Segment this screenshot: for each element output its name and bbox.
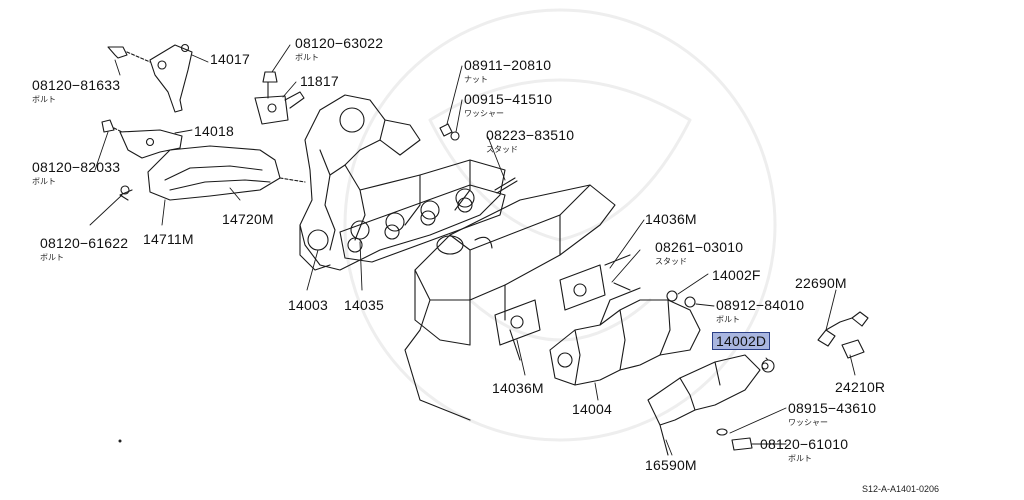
label-14711M[interactable]: 14711M [143, 231, 194, 247]
label-08120-81633[interactable]: 08120−81633 [32, 77, 121, 93]
sensor-11817 [254, 71, 305, 125]
kana-bolt-2: ボルト [295, 53, 319, 62]
label-08120-61622[interactable]: 08120−61622 [40, 235, 129, 251]
kana-stud-2: スタッド [655, 257, 687, 266]
label-14002F[interactable]: 14002F [712, 267, 761, 283]
fasteners-lower [716, 428, 753, 451]
leader-lines [89, 44, 856, 456]
fasteners-right [613, 282, 696, 308]
kana-bolt-4: ボルト [40, 253, 64, 262]
label-11817[interactable]: 11817 [300, 73, 339, 89]
label-14036M-top[interactable]: 14036M [645, 211, 697, 227]
gasket-14036M-top [559, 254, 631, 311]
label-08912-84010[interactable]: 08912−84010 [716, 297, 805, 313]
engine-head [404, 184, 616, 421]
label-08120-61010[interactable]: 08120−61010 [760, 436, 849, 452]
label-14004[interactable]: 14004 [572, 401, 612, 417]
label-08911-20810[interactable]: 08911−20810 [464, 57, 552, 73]
label-14720M[interactable]: 14720M [222, 211, 274, 227]
label-08223-83510[interactable]: 08223−83510 [486, 127, 575, 143]
kana-washer-1: ワッシャー [464, 109, 504, 118]
kana-washer-2: ワッシャー [788, 418, 828, 427]
label-14035[interactable]: 14035 [344, 297, 384, 313]
label-00915-41510[interactable]: 00915−41510 [464, 91, 553, 107]
label-16590M[interactable]: 16590M [645, 457, 697, 473]
kana-bolt-1: ボルト [32, 95, 56, 104]
label-08261-03010[interactable]: 08261−03010 [655, 239, 744, 255]
insulator-14720M [119, 145, 306, 201]
kana-bolt-3: ボルト [32, 177, 56, 186]
label-14003[interactable]: 14003 [288, 297, 328, 313]
watermark [343, 8, 777, 442]
stray-dot [118, 439, 122, 443]
label-08120-82033[interactable]: 08120−82033 [32, 159, 121, 175]
gasket-14035 [339, 184, 506, 263]
label-14036M-bottom[interactable]: 14036M [492, 380, 544, 396]
kana-nut: ナット [464, 75, 488, 84]
bracket-14017 [107, 43, 193, 113]
kana-stud-1: スタッド [486, 145, 518, 154]
label-14017[interactable]: 14017 [210, 51, 250, 67]
exhaust-manifold-14004 [549, 287, 701, 386]
manifold-14003 [299, 94, 506, 271]
heat-shield-16590M [647, 354, 775, 456]
label-14002D-highlighted[interactable]: 14002D [712, 332, 771, 350]
kana-bolt-5: ボルト [716, 315, 740, 324]
gasket-14036M-bottom [494, 299, 541, 346]
bracket-14018 [101, 119, 183, 159]
label-14018[interactable]: 14018 [194, 123, 234, 139]
kana-bolt-6: ボルト [788, 454, 812, 463]
diagram-reference-code: S12-A-A1401-0206 [862, 484, 940, 494]
label-08915-43610[interactable]: 08915−43610 [788, 400, 877, 416]
label-22690M[interactable]: 22690M [795, 275, 847, 291]
sensor-22690M [817, 311, 869, 359]
label-24210R[interactable]: 24210R [835, 379, 886, 395]
label-08120-63022[interactable]: 08120−63022 [295, 35, 384, 51]
fasteners-upper [439, 123, 518, 194]
